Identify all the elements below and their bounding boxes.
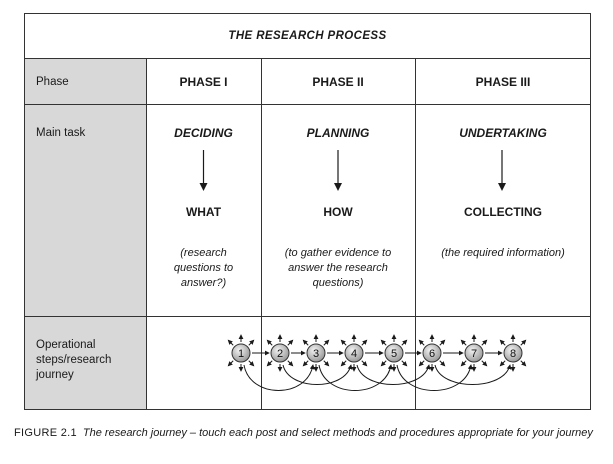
step-ray (418, 339, 425, 346)
phase-3-header: PHASE III (475, 75, 531, 89)
phase-3-task: UNDERTAKING (459, 126, 547, 140)
step-circle (344, 343, 364, 363)
divider-phase-1-2 (261, 58, 262, 410)
step-ray (287, 339, 294, 346)
step-ray (323, 339, 330, 346)
divider-phase-2-3 (415, 58, 416, 410)
step-ray (266, 360, 273, 367)
phase-1-task: DECIDING (174, 126, 233, 140)
step-number: 3 (313, 348, 319, 360)
step-ray (520, 339, 527, 346)
journey-step-1: 1 (227, 334, 255, 372)
step-ray (361, 360, 368, 367)
step-circle (503, 343, 523, 363)
journey-arc (282, 364, 353, 385)
step-ray (340, 360, 347, 367)
step-ray (439, 339, 446, 346)
step-ray (340, 339, 347, 346)
step-ray (401, 360, 408, 367)
row-label-main-task: Main task (36, 127, 86, 139)
divider-phase-row (24, 104, 591, 105)
step-ray (499, 360, 506, 367)
journey-step-4: 4 (340, 334, 368, 372)
journey-arc (318, 364, 393, 391)
step-circle (306, 343, 326, 363)
row-label-operational: Operational steps/research journey (36, 339, 112, 381)
step-ray (380, 360, 387, 367)
step-ray (248, 360, 255, 367)
journey-step-5: 5 (380, 334, 408, 372)
step-ray (460, 339, 467, 346)
phase-2-note: (to gather evidence to answer the resear… (284, 247, 392, 289)
diagram-title: THE RESEARCH PROCESS (228, 29, 387, 42)
step-number: 2 (277, 348, 283, 360)
phase-3-outcome: COLLECTING (464, 205, 542, 219)
journey-step-3: 3 (302, 334, 330, 372)
step-ray (481, 360, 488, 367)
step-circle (384, 343, 404, 363)
step-ray (361, 339, 368, 346)
step-ray (323, 360, 330, 367)
phase-2-header: PHASE II (312, 75, 364, 89)
step-circle (464, 343, 484, 363)
step-ray (227, 339, 234, 346)
step-ray (439, 360, 446, 367)
divider-label-column (146, 58, 147, 410)
label-column-shading (25, 59, 146, 409)
step-ray (248, 339, 255, 346)
step-ray (380, 339, 387, 346)
step-number: 4 (351, 348, 357, 360)
divider-task-row (24, 316, 591, 317)
journey-step-8: 8 (499, 334, 527, 372)
arrow-down-icon (199, 150, 208, 191)
step-ray (499, 339, 506, 346)
phase-1-outcome: WHAT (185, 205, 222, 219)
journey-arc (356, 364, 431, 385)
journey-arc (396, 364, 473, 391)
step-circle (270, 343, 290, 363)
step-ray (520, 360, 527, 367)
step-number: 6 (429, 348, 435, 360)
diagram-frame (24, 13, 591, 410)
divider-title (24, 58, 591, 59)
step-ray (227, 360, 234, 367)
journey-arc (243, 364, 315, 391)
journey-step-6: 6 (418, 334, 446, 372)
step-number: 7 (471, 348, 477, 360)
step-ray (302, 339, 309, 346)
journey-arc (434, 364, 512, 385)
step-ray (266, 339, 273, 346)
caption-text: The research journey – touch each post a… (82, 427, 593, 439)
figure-caption: FIGURE 2.1 The research journey – touch e… (14, 425, 609, 441)
step-ray (401, 339, 408, 346)
arrow-down-icon (334, 150, 342, 191)
phase-3-note: (the required information) (441, 247, 565, 259)
step-ray (418, 360, 425, 367)
arrow-down-icon (498, 150, 506, 191)
step-ray (460, 360, 467, 367)
step-circle (422, 343, 442, 363)
phase-2-task: PLANNING (306, 126, 370, 140)
step-ray (481, 339, 488, 346)
journey-step-7: 7 (460, 334, 488, 372)
step-ray (302, 360, 309, 367)
step-number: 5 (391, 348, 397, 360)
step-ray (287, 360, 294, 367)
phase-1-note: (research questions to answer?) (173, 247, 234, 289)
row-label-phase: Phase (36, 76, 69, 88)
journey-step-2: 2 (266, 334, 294, 372)
phase-1-header: PHASE I (179, 75, 228, 89)
step-number: 8 (510, 348, 516, 360)
step-circle (231, 343, 251, 363)
step-number: 1 (238, 348, 244, 360)
phase-2-outcome: HOW (323, 205, 353, 219)
figure-number: FIGURE 2.1 (14, 427, 77, 439)
